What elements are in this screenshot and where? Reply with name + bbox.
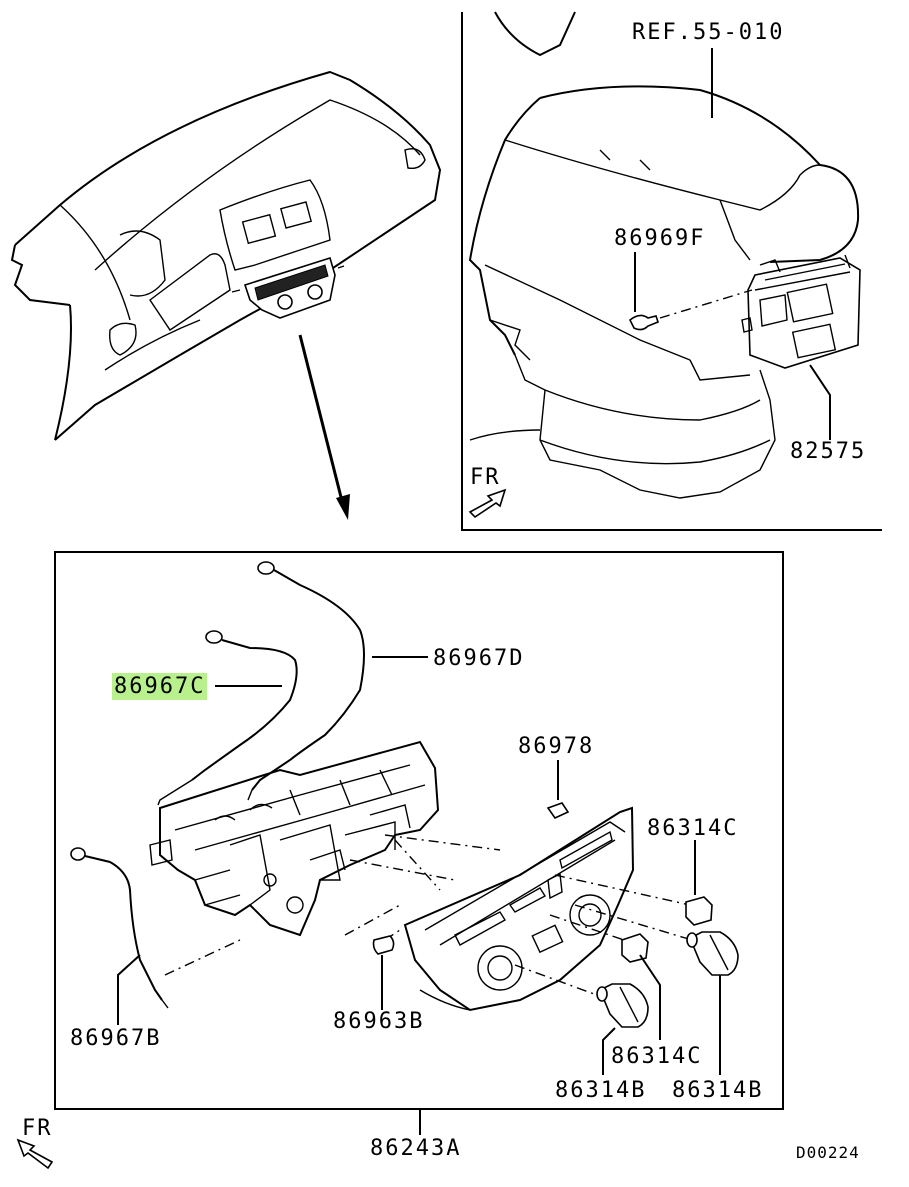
knob-86314b-right [686,931,739,976]
cable-86967c [157,630,298,806]
detail-pointer-arrow [298,334,350,520]
label-86314c-bottom: 86314C [611,1044,703,1069]
leader-lines-top [634,48,831,440]
label-fr-bottom: FR [22,1116,53,1141]
label-86967c: 86967C [112,673,208,700]
label-86978: 86978 [518,734,595,759]
label-86967b: 86967B [70,1026,162,1051]
drawing-code: D00224 [796,1143,860,1162]
fr-arrow-bottom [16,1138,54,1170]
label-86963b: 86963B [333,1009,425,1034]
hvac-module-panel-border [461,12,882,531]
label-86314b-left: 86314B [555,1078,647,1103]
cable-86967d [247,561,365,801]
knob-86314b-left [596,983,649,1028]
cable-86967b [70,847,169,1009]
leader-lines-lower [117,656,721,1135]
label-86967d: 86967D [433,646,525,671]
bulb-86963b [372,935,395,955]
label-86314c-top: 86314C [647,816,739,841]
control-frame-assembly [149,740,440,937]
button-86314c-bottom [621,933,649,963]
label-86969f: 86969F [614,226,706,251]
clip-86978 [546,802,570,820]
control-panel-face [403,806,635,1012]
dashboard-illustration [10,70,442,441]
fr-arrow-top [468,488,507,519]
label-82575: 82575 [790,439,867,464]
button-86314c-top [685,896,713,926]
label-fr-top: FR [470,465,501,490]
label-ref-55-010: REF.55-010 [632,20,785,45]
label-86967c-highlight: 86967C [112,673,208,700]
hvac-module-illustration [468,11,861,499]
label-86314b-right: 86314B [672,1078,764,1103]
label-86243a: 86243A [370,1136,462,1161]
